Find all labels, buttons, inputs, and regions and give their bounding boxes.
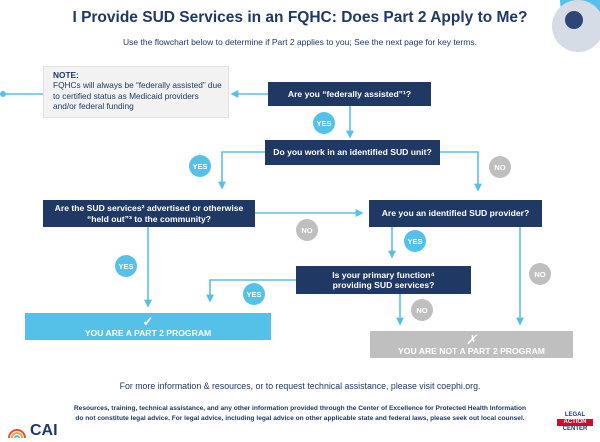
lac-line-2: ACTION <box>557 418 593 426</box>
cai-logo: CAI <box>8 422 58 440</box>
lac-line-3: CENTER <box>562 425 588 432</box>
question-primary-function: Is your primary function⁴ providing SUD … <box>296 266 471 294</box>
question-sud-provider: Are you an identified SUD provider? <box>369 200 542 227</box>
footer-disclaimer: Resources, training, technical assistanc… <box>20 404 580 423</box>
legal-action-center-logo: LEGAL ACTION CENTER <box>557 412 593 432</box>
question-federally-assisted: Are you “federally assisted”¹? <box>268 82 431 106</box>
question-held-out: Are the SUD services² advertised or othe… <box>43 200 255 227</box>
yes-badge: YES <box>115 255 137 277</box>
disclaimer-line-2: do not constitute legal advice. For lega… <box>75 414 525 422</box>
page-subtitle: Use the flowchart below to determine if … <box>123 37 477 47</box>
question-sud-unit: Do you work in an identified SUD unit? <box>265 140 440 165</box>
note-box: NOTE: FQHCs will always be “federally as… <box>43 66 229 118</box>
note-label: NOTE: <box>53 70 79 80</box>
cai-logo-text: CAI <box>30 422 58 439</box>
disclaimer-line-1: Resources, training, technical assistanc… <box>73 405 527 412</box>
no-badge: NO <box>296 219 318 241</box>
note-text: FQHCs will always be “federally assisted… <box>53 80 222 111</box>
yes-badge: YES <box>243 283 265 305</box>
yes-badge: YES <box>189 155 211 177</box>
no-badge: NO <box>411 299 433 321</box>
page-title: I Provide SUD Services in an FQHC: Does … <box>72 9 528 26</box>
result-not-part2-label: YOU ARE NOT A PART 2 PROGRAM <box>398 346 545 356</box>
result-part2-program: ✓ YOU ARE A PART 2 PROGRAM <box>25 313 271 340</box>
yes-badge: YES <box>404 230 426 252</box>
footer-info: For more information & resources, or to … <box>119 381 481 391</box>
result-part2-label: YOU ARE A PART 2 PROGRAM <box>84 328 212 338</box>
corner-decoration <box>552 0 600 52</box>
cai-logo-icon <box>8 429 26 439</box>
check-icon: ✓ <box>142 314 154 329</box>
yes-badge: YES <box>313 112 335 134</box>
no-badge: NO <box>489 156 511 178</box>
x-icon: ✗ <box>466 332 477 347</box>
result-not-part2-program: ✗ YOU ARE NOT A PART 2 PROGRAM <box>370 331 573 358</box>
lac-line-1: LEGAL <box>564 412 586 418</box>
no-badge: NO <box>529 263 551 285</box>
